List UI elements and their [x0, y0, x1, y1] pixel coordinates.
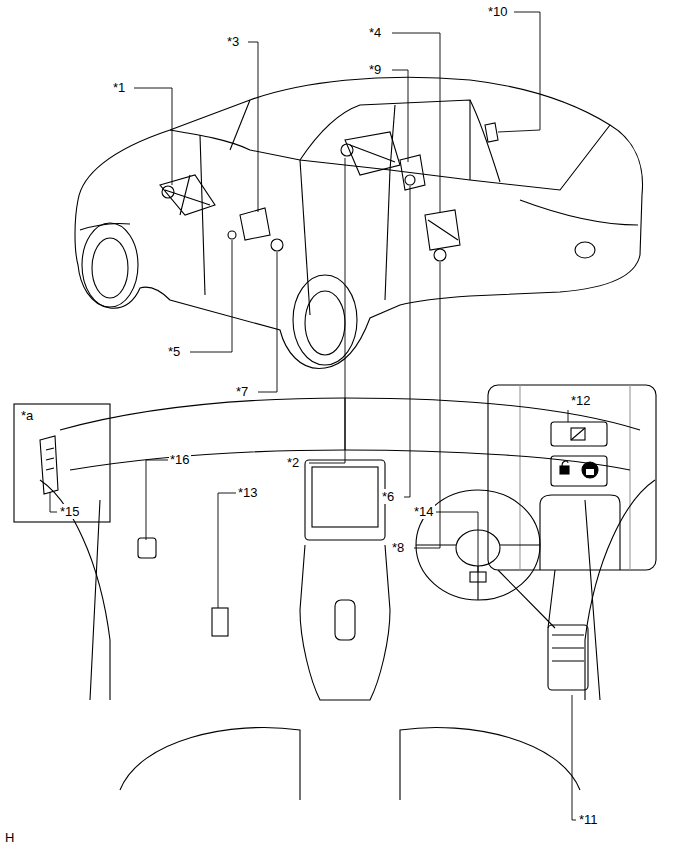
callout-number: *11: [578, 812, 599, 827]
callout-number: *6: [381, 489, 395, 504]
callout-number: *9: [368, 62, 382, 77]
car-body: [75, 77, 643, 368]
callout-number: *1: [112, 80, 126, 95]
callout-number: *13: [237, 485, 259, 500]
callout-number: *15: [59, 504, 81, 519]
figure-code: H: [4, 830, 15, 845]
callout-number: *5: [167, 344, 181, 359]
door-parts: [160, 123, 498, 261]
callout-number: *7: [235, 384, 249, 399]
callout-number: *3: [226, 34, 240, 49]
leader-lines: [50, 12, 576, 820]
interior: [40, 398, 655, 800]
callout-number: *16: [169, 452, 191, 467]
callout-number: *4: [368, 25, 382, 40]
callout-number: *12: [570, 393, 592, 408]
callout-number: *8: [391, 540, 405, 555]
callout-number: *14: [413, 504, 435, 519]
switch-inset: [488, 385, 656, 628]
callout-number: *2: [286, 455, 300, 470]
callout-number: *a: [20, 408, 34, 423]
callout-number: *10: [487, 4, 509, 19]
